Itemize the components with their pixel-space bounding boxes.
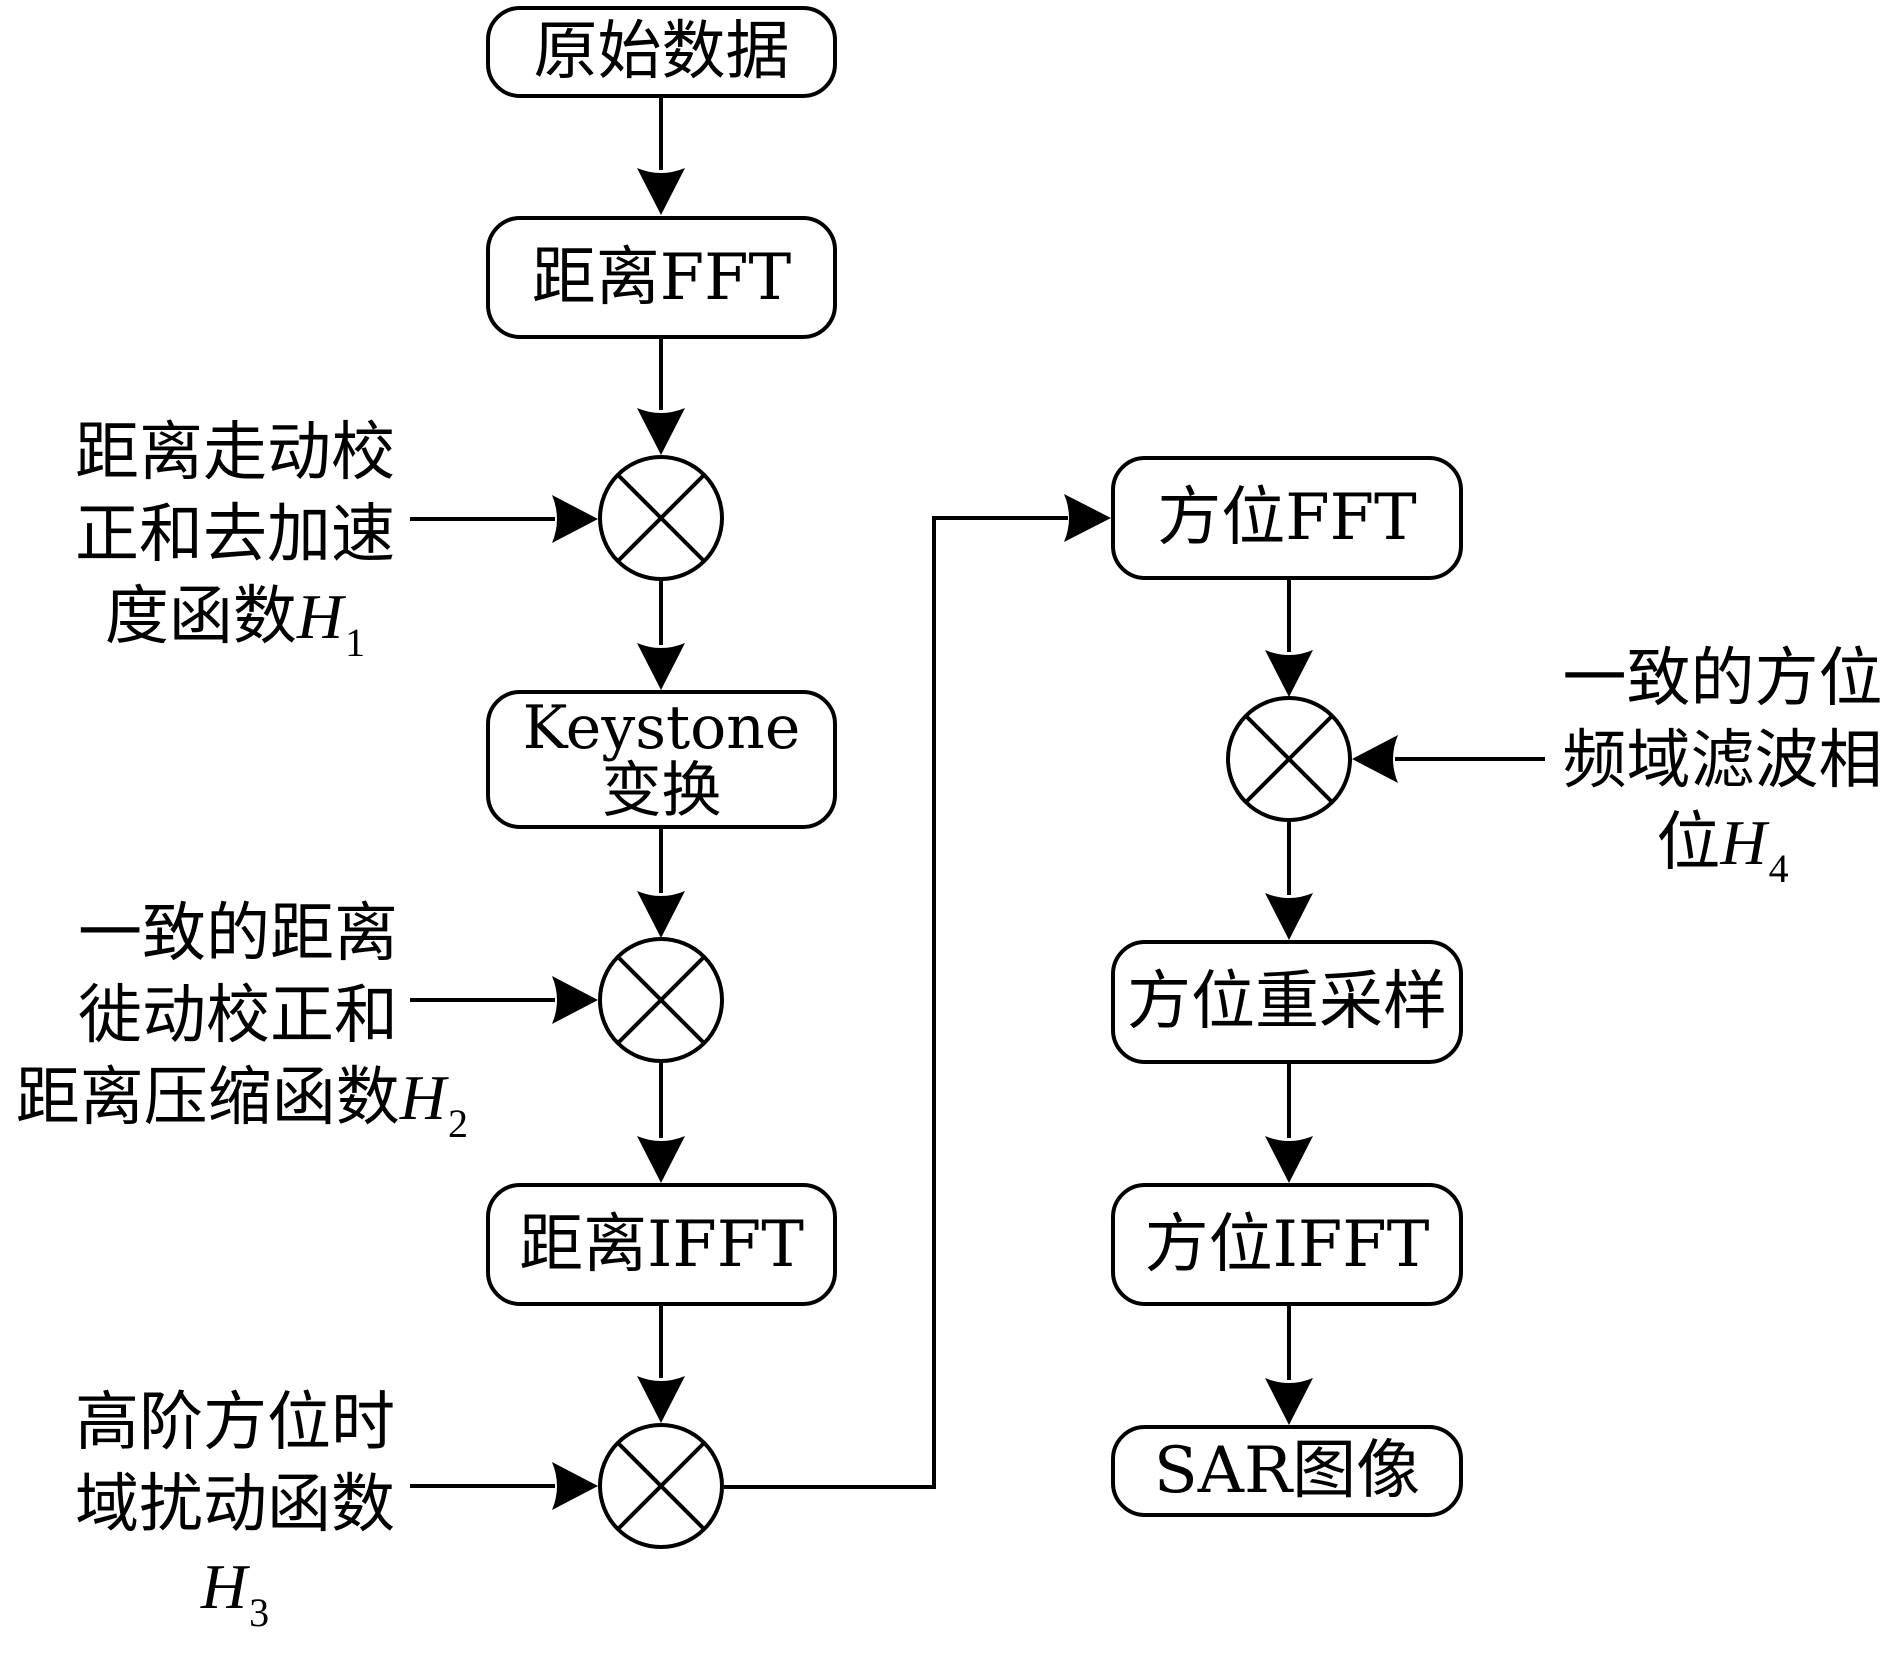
azimuth-resample-box: 方位重采样 (1111, 940, 1463, 1064)
keystone-label-line1: Keystone (522, 692, 801, 763)
h3-input-label: 高阶方位时 域扰动函数 H3 (60, 1382, 410, 1654)
h3-symbol: H3 (200, 1551, 270, 1635)
arrow-raw-to-rangefft (637, 98, 685, 215)
raw-data-label: 原始数据 (533, 15, 790, 89)
h3-line-1: 高阶方位时 (75, 1386, 395, 1460)
h4-line-3: 位 (1656, 806, 1721, 880)
h2-symbol: H2 (399, 1062, 468, 1146)
azimuth-fft-label: 方位FFT (1157, 481, 1417, 555)
azimuth-resample-label: 方位重采样 (1127, 965, 1447, 1039)
arrow-h3-input (410, 1462, 598, 1510)
arrow-azimuthfft-to-mult4 (1265, 580, 1313, 697)
range-fft-label: 距离FFT (531, 240, 792, 315)
h4-symbol: H4 (1720, 807, 1789, 891)
h1-line-2: 正和去加速 (75, 498, 395, 572)
arrow-rangefft-to-mult1 (637, 339, 685, 455)
keystone-label-line2: 变换 (601, 755, 722, 826)
arrow-resample-to-azimuthifft (1265, 1064, 1313, 1183)
h1-symbol: H1 (296, 581, 366, 665)
arrow-h2-input (410, 976, 598, 1024)
sar-image-box: SAR图像 (1111, 1425, 1463, 1517)
arrow-azimuthifft-to-sar (1265, 1306, 1313, 1425)
multiply-circle-3-icon (598, 1423, 724, 1549)
arrow-h1-input (410, 495, 598, 543)
arrow-mult1-to-keystone (637, 580, 685, 690)
h4-line-2: 频域滤波相 (1562, 724, 1883, 798)
raw-data-box: 原始数据 (486, 6, 837, 98)
range-fft-box: 距离FFT (486, 216, 837, 339)
multiply-circle-4-icon (1226, 696, 1352, 822)
range-ifft-label: 距离IFFT (519, 1207, 804, 1282)
arrow-h4-input (1352, 735, 1545, 783)
h1-line-1: 距离走动校 (75, 416, 395, 490)
azimuth-ifft-label: 方位IFFT (1144, 1207, 1430, 1282)
h3-line-2: 域扰动函数 (75, 1468, 395, 1542)
arrow-mult4-to-resample (1265, 821, 1313, 940)
h2-line-1: 一致的距离 (78, 897, 398, 971)
connector-mult3-to-azimuthfft (724, 494, 1111, 1489)
sar-image-label: SAR图像 (1153, 1434, 1421, 1508)
multiply-circle-1-icon (598, 455, 724, 581)
keystone-box: Keystone 变换 (486, 690, 837, 829)
h4-line-1: 一致的方位 (1562, 642, 1883, 716)
azimuth-ifft-box: 方位IFFT (1111, 1183, 1463, 1306)
h2-line-3: 距离压缩函数 (15, 1061, 400, 1135)
h4-input-label: 一致的方位 频域滤波相 位H4 (1555, 638, 1890, 910)
azimuth-fft-box: 方位FFT (1111, 456, 1463, 580)
arrow-mult2-to-rangeifft (637, 1062, 685, 1183)
multiply-circle-2-icon (598, 937, 724, 1063)
range-ifft-box: 距离IFFT (486, 1183, 837, 1306)
h1-input-label: 距离走动校 正和去加速 度函数H1 (60, 412, 410, 684)
h1-line-3: 度函数 (104, 580, 297, 654)
arrow-keystone-to-mult2 (637, 829, 685, 938)
h2-line-2: 徙动校正和 (78, 979, 398, 1053)
arrow-rangeifft-to-mult3 (637, 1306, 685, 1423)
h2-input-label: 一致的距离 徙动校正和 距离压缩函数H2 (0, 893, 468, 1165)
